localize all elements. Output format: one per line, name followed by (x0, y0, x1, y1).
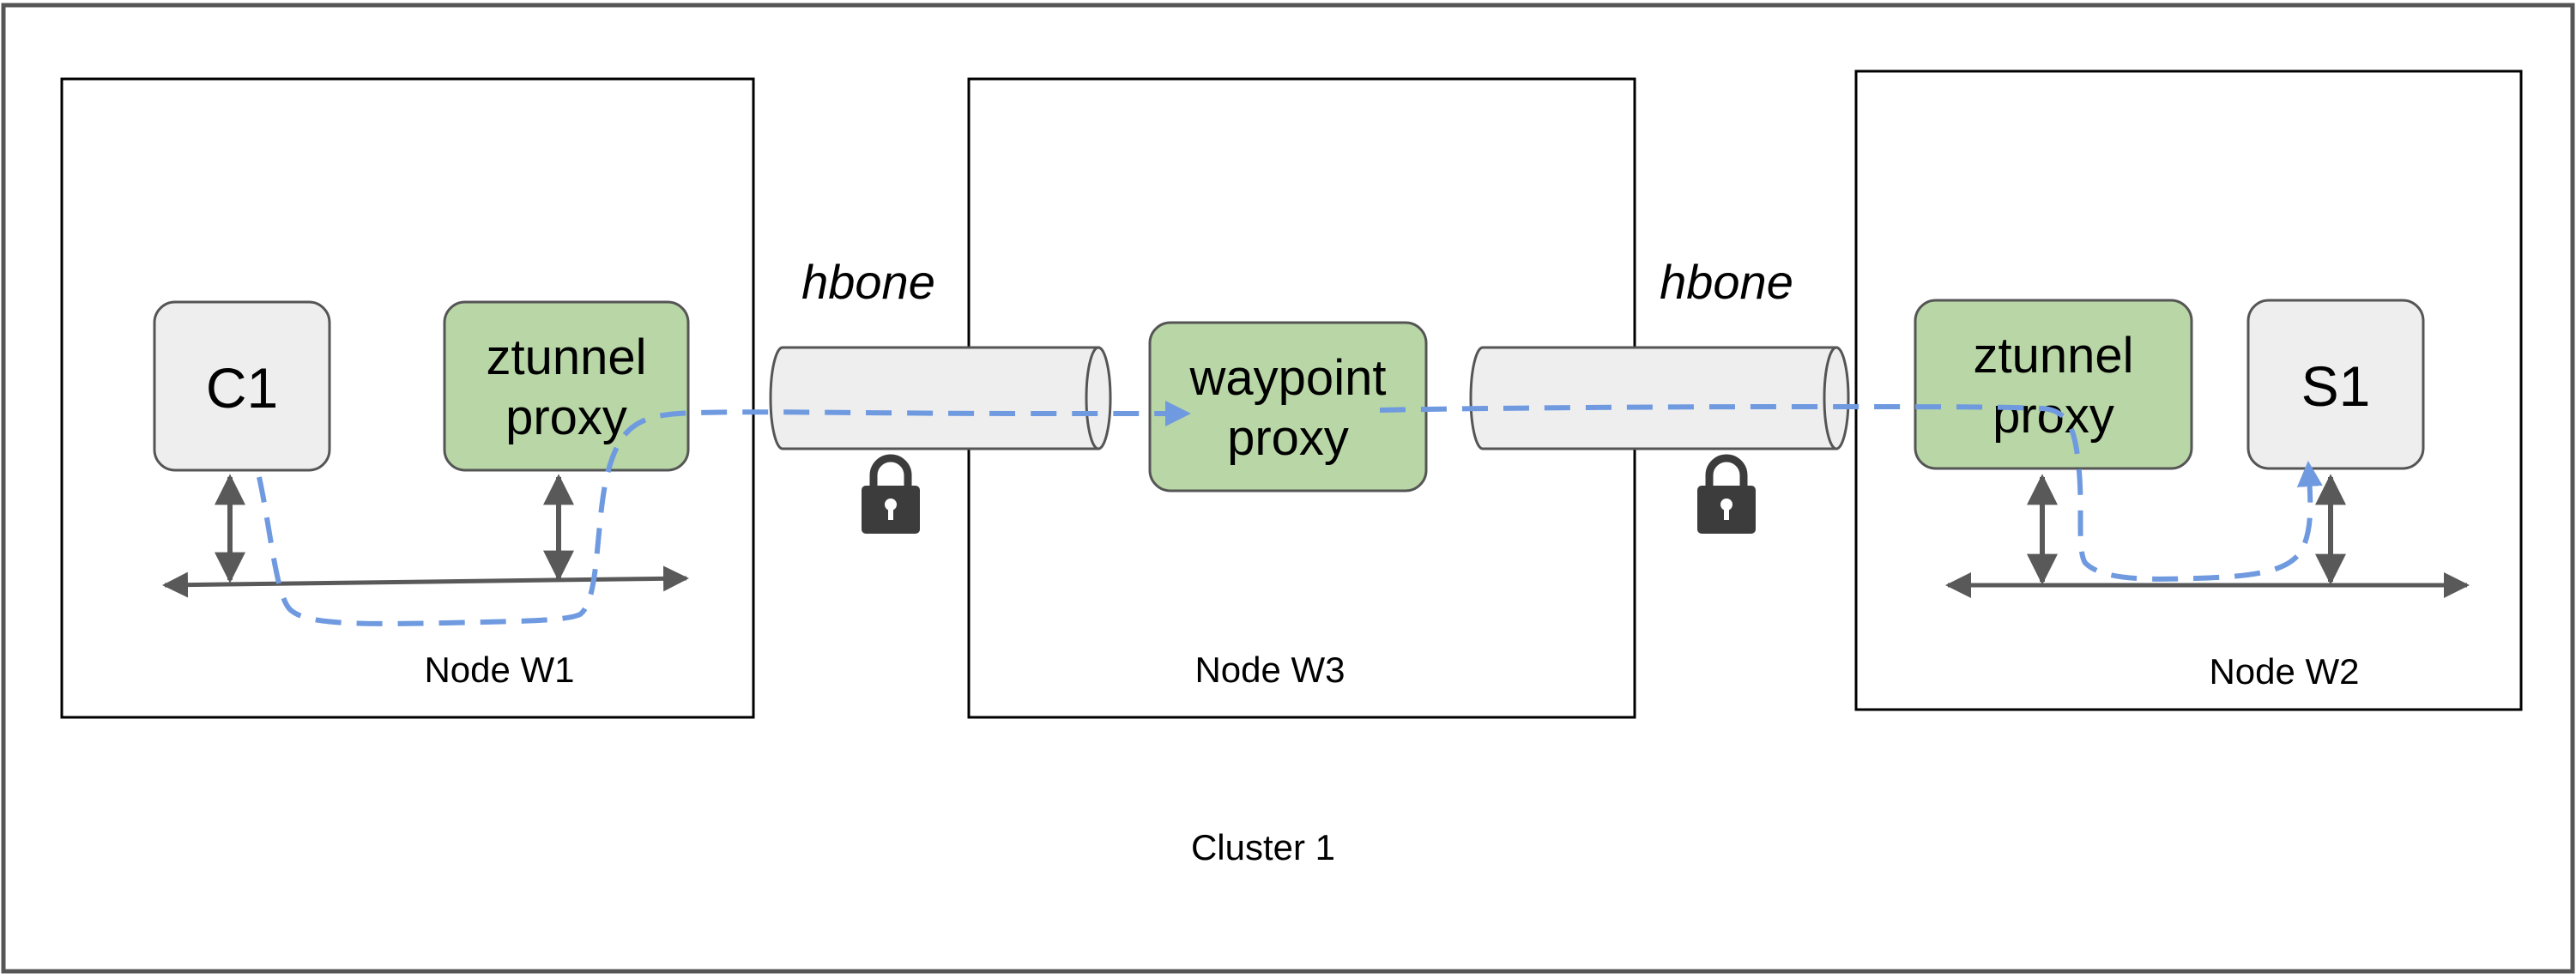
waypoint-label-line2: proxy (1227, 410, 1349, 466)
flow-path-segment-2 (1379, 403, 2323, 582)
waypoint-box (1148, 321, 1428, 493)
c1-label: C1 (206, 356, 278, 420)
node-w1-label: Node W1 (424, 650, 574, 690)
lock-icon (1697, 454, 1756, 534)
network-arrow-w1 (162, 565, 689, 598)
cluster-frame (1, 3, 2575, 974)
cluster-label: Cluster 1 (1191, 827, 1335, 867)
c1-box (153, 300, 331, 472)
waypoint-label-line1: waypoint (1189, 350, 1387, 406)
hbone-label-left: hbone (801, 255, 935, 309)
ztunnel-w2-box (1914, 299, 2193, 470)
ztunnel-w1-label-line1: ztunnel (486, 329, 646, 385)
s1-label: S1 (2301, 354, 2371, 418)
tunnel-left (769, 346, 1112, 450)
ztunnel-w1-label-line2: proxy (505, 390, 627, 445)
ztunnel-w1-box (443, 300, 690, 472)
tunnel-right (1469, 346, 1850, 450)
ztunnel-w2-label-line1: ztunnel (1973, 328, 2133, 384)
lock-icon (862, 454, 920, 534)
hbone-label-right: hbone (1660, 255, 1793, 309)
ztunnel-w2-label-line2: proxy (1992, 388, 2114, 444)
node-w2-label: Node W2 (2209, 651, 2359, 692)
node-w3-label: Node W3 (1194, 650, 1345, 690)
s1-box (2246, 299, 2425, 470)
